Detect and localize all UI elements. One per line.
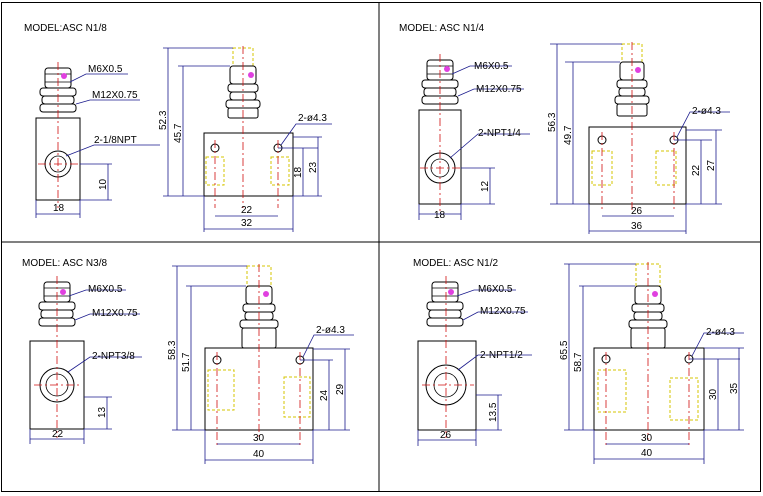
thread-small-label: M6X0.5 — [478, 284, 513, 295]
panel-asc-n1-8: MODEL:ASC N1/8 M6X0.5 M12X0.75 2-1/8NPT … — [24, 23, 332, 232]
total-width-label: 32 — [241, 218, 253, 229]
side-view — [35, 62, 81, 208]
total-width-label: 40 — [253, 449, 265, 460]
side-view — [29, 276, 85, 438]
body-width-label: 18 — [434, 210, 446, 221]
hole-label: 2-ø4.3 — [298, 113, 327, 124]
hole-span-label: 22 — [241, 205, 253, 216]
total-height-label: 65.5 — [559, 340, 570, 360]
panel-asc-n3-8: MODEL: ASC N3/8 M6X0.5 M12X0.75 2-NPT3/8… — [22, 258, 354, 464]
body-to-top-label: 49.7 — [563, 125, 574, 145]
side-view — [417, 276, 477, 438]
thread-large-label: M12X0.75 — [480, 306, 526, 317]
hole-height-2-label: 35 — [729, 382, 740, 394]
hole-label: 2-ø4.3 — [316, 325, 345, 336]
hole-height-1-label: 18 — [293, 166, 304, 178]
hole-height-2-label: 29 — [335, 383, 346, 395]
body-to-top-label: 58.7 — [573, 352, 584, 372]
screw-marker-icon — [448, 289, 454, 295]
hole-height-1-label: 30 — [708, 388, 719, 400]
front-view — [204, 264, 314, 445]
thread-small-label: M6X0.5 — [474, 61, 509, 72]
screw-marker-icon — [652, 291, 658, 297]
screw-marker-icon — [60, 289, 66, 295]
total-width-label: 40 — [641, 448, 653, 459]
port-height-label: 13 — [97, 406, 108, 418]
body-width-label: 26 — [440, 430, 452, 441]
body-to-top-label: 51.7 — [181, 352, 192, 372]
thread-small-label: M6X0.5 — [88, 64, 123, 75]
body-to-top-label: 45.7 — [173, 123, 184, 143]
model-label: MODEL: ASC N3/8 — [22, 258, 107, 269]
hole-label: 2-ø4.3 — [706, 327, 735, 338]
port-label: 2-1/8NPT — [94, 135, 137, 146]
hole-span-label: 26 — [631, 206, 643, 217]
screw-marker-icon — [61, 73, 67, 79]
hole-span-label: 30 — [641, 433, 653, 444]
port-label: 2-NPT1/2 — [480, 350, 523, 361]
model-label: MODEL:ASC N1/8 — [24, 23, 107, 34]
front-view — [203, 46, 294, 208]
model-label: MODEL: ASC N1/2 — [413, 258, 498, 269]
hole-height-2-label: 23 — [308, 161, 319, 173]
side-view — [418, 54, 462, 212]
hole-label: 2-ø4.3 — [692, 106, 721, 117]
body-width-label: 18 — [53, 203, 65, 214]
total-height-label: 56.3 — [547, 112, 558, 132]
hole-height-1-label: 24 — [319, 389, 330, 401]
hole-height-2-label: 27 — [706, 159, 717, 171]
hole-height-1-label: 22 — [691, 164, 702, 176]
port-height-label: 13.5 — [488, 402, 499, 422]
port-label: 2-NPT3/8 — [92, 351, 135, 362]
panel-asc-n1-2: MODEL: ASC N1/2 M6X0.5 M12X0.75 2-NPT1/2… — [413, 258, 744, 464]
model-label: MODEL: ASC N1/4 — [399, 23, 484, 34]
screw-marker-icon — [248, 72, 254, 78]
thread-large-label: M12X0.75 — [476, 84, 522, 95]
screw-marker-icon — [444, 66, 450, 72]
port-height-label: 12 — [480, 180, 491, 192]
screw-marker-icon — [263, 291, 269, 297]
hole-span-label: 30 — [253, 433, 265, 444]
port-label: 2-NPT1/4 — [478, 128, 521, 139]
total-height-label: 58.3 — [167, 340, 178, 360]
front-view — [593, 262, 705, 445]
front-view — [588, 42, 687, 212]
total-height-label: 52.3 — [158, 110, 169, 130]
thread-large-label: M12X0.75 — [92, 90, 138, 101]
total-width-label: 36 — [631, 221, 643, 232]
port-height-label: 10 — [98, 178, 109, 190]
body-width-label: 22 — [52, 429, 64, 440]
panel-asc-n1-4: MODEL: ASC N1/4 M6X0.5 M12X0.75 2-NPT1/4… — [399, 23, 730, 234]
screw-marker-icon — [635, 67, 641, 73]
thread-small-label: M6X0.5 — [88, 284, 123, 295]
thread-large-label: M12X0.75 — [92, 308, 138, 319]
